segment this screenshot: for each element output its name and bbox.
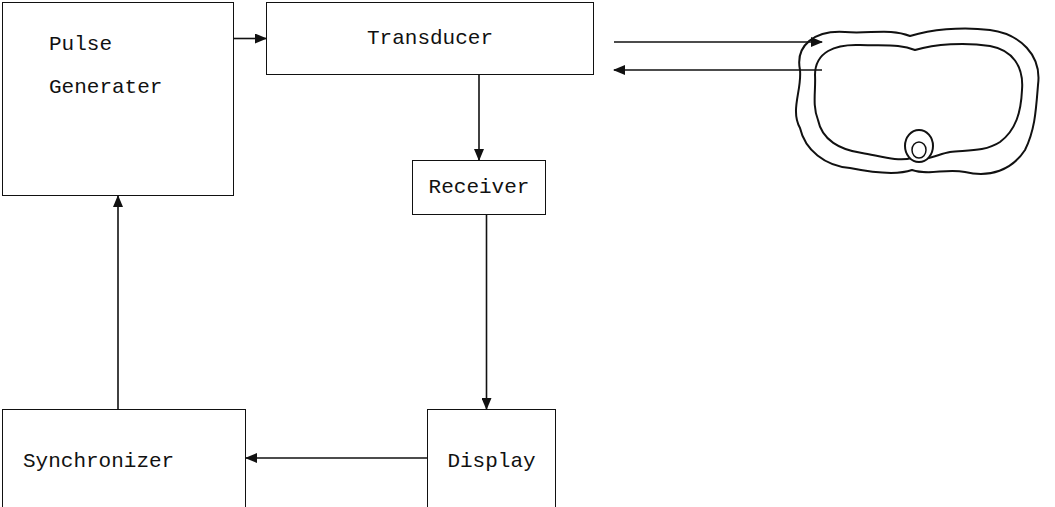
spine-outline (905, 130, 933, 162)
signal-arrow (117, 196, 119, 409)
synchronizer-box: Synchronizer (2, 409, 246, 507)
transmit-arrow (614, 41, 822, 43)
spine-canal (912, 142, 926, 158)
body-inner-outline (815, 44, 1023, 159)
body-outer-outline (796, 28, 1039, 174)
pulse-generator-box: Pulse Generater (2, 2, 234, 196)
signal-arrow (246, 457, 427, 459)
echo-arrow (614, 69, 822, 71)
box-label: Transducer (277, 17, 583, 60)
box-label: Display (436, 440, 547, 483)
receiver-box: Receiver (412, 160, 546, 215)
display-box: Display (427, 409, 556, 507)
signal-arrow (234, 38, 266, 40)
box-label: Synchronizer (23, 440, 237, 483)
transducer-box: Transducer (266, 2, 594, 75)
box-label: Pulse Generater (49, 23, 184, 109)
signal-arrow (486, 215, 488, 409)
signal-arrow (478, 75, 480, 160)
box-label: Receiver (421, 166, 537, 209)
